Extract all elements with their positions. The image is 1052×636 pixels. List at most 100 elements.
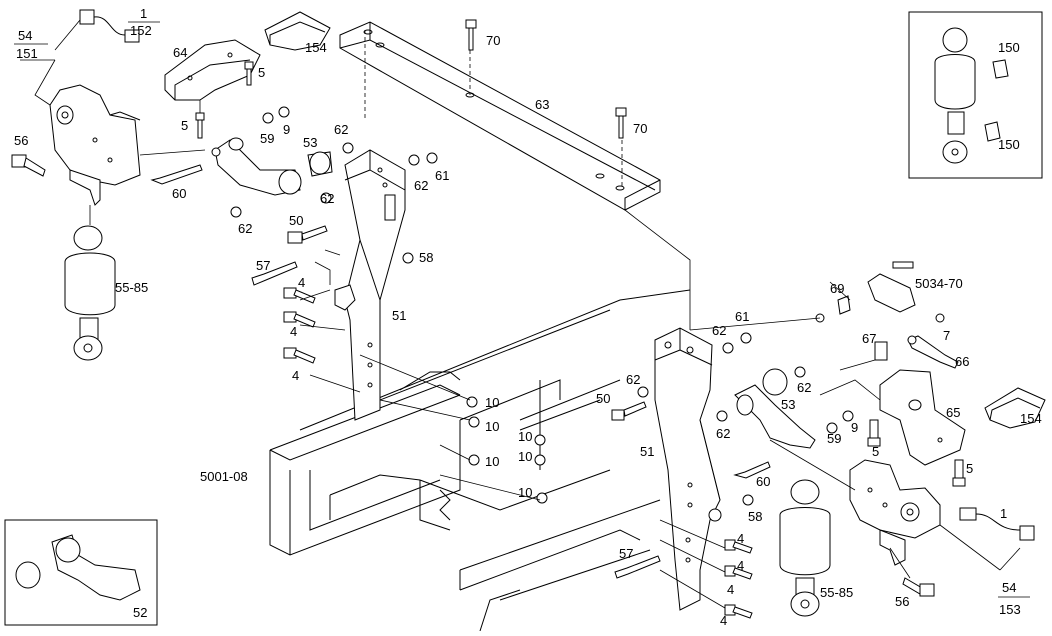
label-10-c: 10 — [485, 454, 499, 469]
label-53-a: 53 — [303, 135, 317, 150]
label-150-b: 150 — [998, 137, 1020, 152]
label-4-b: 4 — [290, 324, 297, 339]
bolt-60-right — [733, 461, 771, 479]
label-1-152-top: 1 — [140, 6, 147, 21]
label-56-a: 56 — [14, 133, 28, 148]
label-56-b: 56 — [895, 594, 909, 609]
inset-top-right — [908, 11, 1043, 179]
label-4-g: 4 — [720, 613, 727, 628]
bolt-56-right — [902, 577, 935, 597]
label-60-b: 60 — [756, 474, 770, 489]
label-4-d: 4 — [737, 531, 744, 546]
label-150-a: 150 — [998, 40, 1020, 55]
chassis-frame — [269, 289, 691, 632]
shock-absorber-right — [779, 479, 831, 617]
label-9-a: 9 — [283, 122, 290, 137]
bracket-154-left — [264, 11, 331, 51]
label-63: 63 — [535, 97, 549, 112]
label-57-b: 57 — [619, 546, 633, 561]
bracket-65 — [879, 369, 966, 466]
label-5-d: 5 — [966, 461, 973, 476]
arm-right — [734, 384, 816, 449]
label-51-b: 51 — [640, 444, 654, 459]
washers-right — [637, 313, 854, 506]
label-54-151-bottom: 151 — [16, 46, 38, 61]
bolts-4-57-left — [251, 261, 316, 364]
cross-beam — [339, 21, 691, 330]
label-67: 67 — [862, 331, 876, 346]
label-54-153-top: 54 — [1002, 580, 1016, 595]
leader-lines-left — [20, 19, 541, 501]
bushing-53-right — [762, 368, 788, 396]
label-58-a: 58 — [419, 250, 433, 265]
bolt-70-left — [465, 19, 477, 51]
label-10-d: 10 — [518, 429, 532, 444]
label-154-top: 154 — [305, 40, 327, 55]
label-55-85-b: 55-85 — [820, 585, 853, 600]
bushing-53-left — [278, 151, 333, 195]
label-54-153-bottom: 153 — [999, 602, 1021, 617]
label-52: 52 — [133, 605, 147, 620]
label-54-151-top: 54 — [18, 28, 32, 43]
label-58-b: 58 — [748, 509, 762, 524]
label-66: 66 — [955, 354, 969, 369]
label-70-a: 70 — [486, 33, 500, 48]
label-53-b: 53 — [781, 397, 795, 412]
lock-housing-left — [49, 84, 141, 206]
label-5001-08: 5001-08 — [200, 469, 248, 484]
label-59-a: 59 — [260, 131, 274, 146]
label-10-a: 10 — [485, 395, 499, 410]
sensor-left — [79, 9, 140, 43]
label-4-e: 4 — [737, 558, 744, 573]
label-70-b: 70 — [633, 121, 647, 136]
bolt-50-left — [287, 225, 328, 244]
lock-housing-right — [849, 459, 941, 566]
label-10-b: 10 — [485, 419, 499, 434]
label-65: 65 — [946, 405, 960, 420]
bolts-5-right — [867, 419, 966, 487]
label-62-c: 62 — [320, 191, 334, 206]
bolt-56-left — [11, 154, 46, 177]
label-62-d: 62 — [238, 221, 252, 236]
label-50-a: 50 — [289, 213, 303, 228]
label-10-e: 10 — [518, 449, 532, 464]
label-69: 69 — [830, 281, 844, 296]
label-10-f: 10 — [518, 485, 532, 500]
label-50-b: 50 — [596, 391, 610, 406]
label-62-g: 62 — [797, 380, 811, 395]
label-62-e: 62 — [712, 323, 726, 338]
fraction-rules — [14, 21, 1030, 598]
label-62-b: 62 — [414, 178, 428, 193]
label-64: 64 — [173, 45, 187, 60]
label-61-a: 61 — [435, 168, 449, 183]
label-55-85-a: 55-85 — [115, 280, 148, 295]
bracket-64 — [164, 39, 261, 101]
label-57-a: 57 — [256, 258, 270, 273]
label-59-b: 59 — [827, 431, 841, 446]
label-62-a: 62 — [334, 122, 348, 137]
sensor-right — [959, 507, 1035, 541]
label-5034-70: 5034-70 — [915, 276, 963, 291]
label-1-right: 1 — [1000, 506, 1007, 521]
inset-bottom-left — [4, 519, 158, 626]
sensor-5034-70 — [837, 261, 916, 315]
bolt-5-left — [195, 61, 254, 139]
bracket-51-right — [654, 327, 722, 611]
label-4-a: 4 — [298, 275, 305, 290]
bolt-70-right — [615, 107, 627, 139]
bolts-4-57-right — [614, 539, 753, 619]
washers-left — [211, 106, 438, 264]
shock-absorber-left — [64, 225, 116, 361]
link-66-67 — [874, 313, 959, 369]
label-51-a: 51 — [392, 308, 406, 323]
label-5-a: 5 — [258, 65, 265, 80]
label-7: 7 — [943, 328, 950, 343]
bracket-154-right — [984, 387, 1046, 429]
bolt-60-left — [150, 164, 203, 185]
label-62-f: 62 — [626, 372, 640, 387]
label-62-h: 62 — [716, 426, 730, 441]
label-5-c: 5 — [872, 444, 879, 459]
label-4-f: 4 — [727, 582, 734, 597]
label-5-b: 5 — [181, 118, 188, 133]
